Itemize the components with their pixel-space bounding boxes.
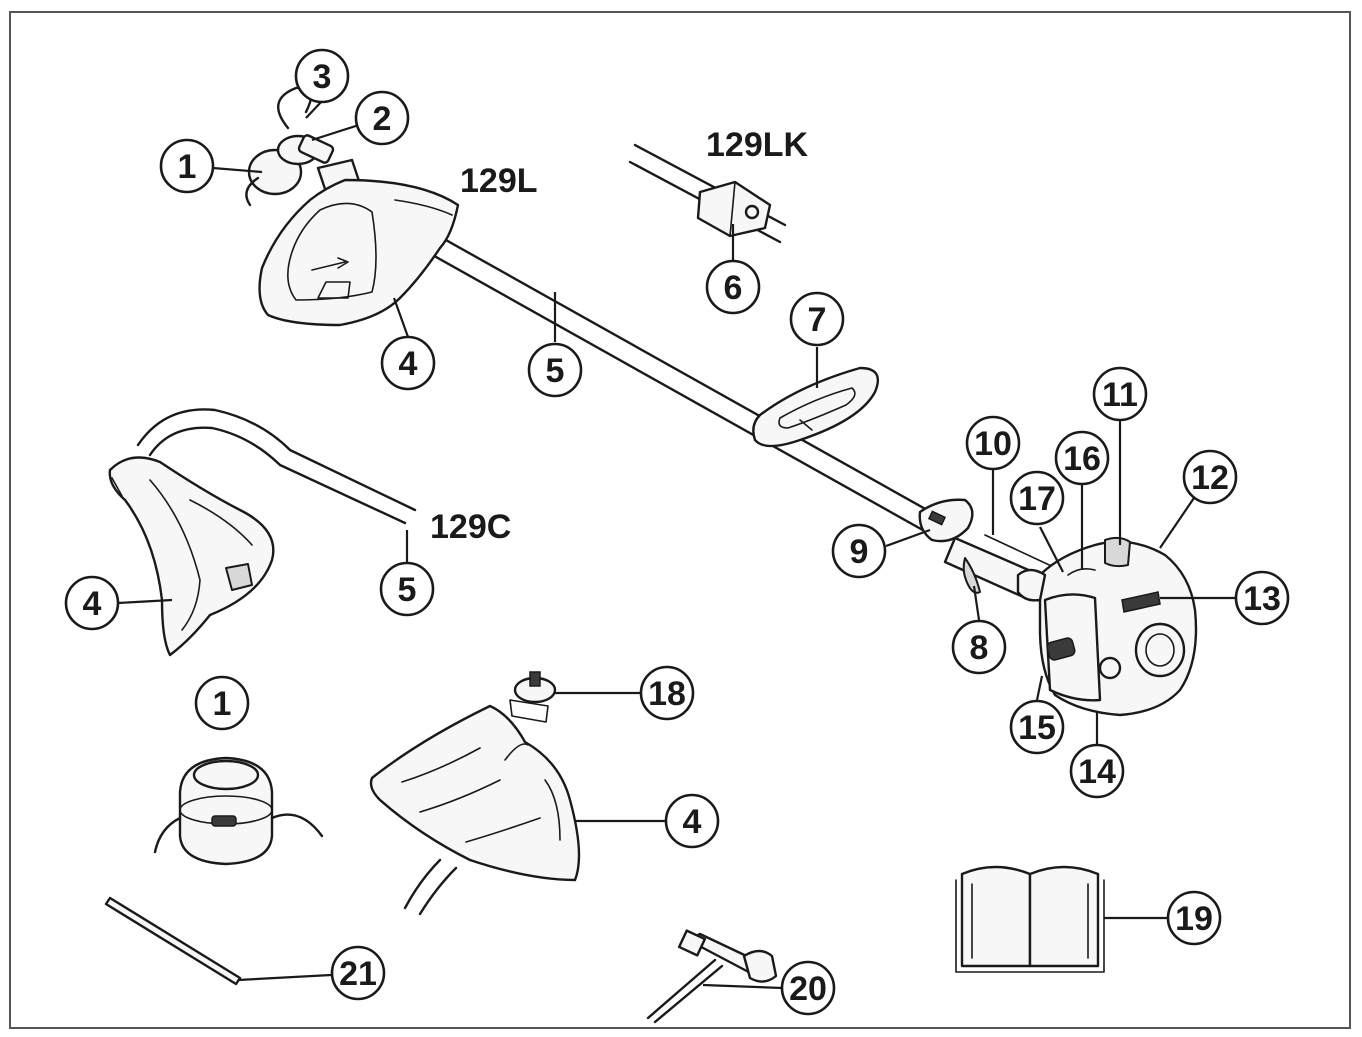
callout-7: 7 bbox=[789, 291, 845, 347]
trimmer-main-illustration bbox=[245, 86, 1198, 717]
svg-text:9: 9 bbox=[850, 533, 869, 571]
svg-text:4: 4 bbox=[683, 803, 702, 841]
callout-11: 11 bbox=[1092, 366, 1148, 422]
spark-plug-wrench-icon bbox=[646, 929, 778, 1024]
svg-text:16: 16 bbox=[1063, 440, 1101, 478]
callout-17: 17 bbox=[1009, 470, 1065, 526]
callout-21: 21 bbox=[330, 945, 386, 1001]
callout-1-loose: 1 bbox=[194, 675, 250, 731]
svg-text:19: 19 bbox=[1175, 900, 1213, 938]
svg-text:17: 17 bbox=[1018, 480, 1056, 518]
svg-text:8: 8 bbox=[970, 629, 989, 667]
callout-13: 13 bbox=[1234, 570, 1290, 626]
diagram-frame bbox=[9, 11, 1351, 1029]
svg-text:7: 7 bbox=[808, 301, 827, 339]
callout-3: 3 bbox=[294, 48, 350, 104]
grass-guard-upper-icon bbox=[258, 178, 460, 327]
trimmer-head-icon bbox=[245, 86, 335, 207]
callout-2: 2 bbox=[354, 90, 410, 146]
callout-1-head: 1 bbox=[159, 138, 215, 194]
operators-manual-icon bbox=[955, 865, 1105, 973]
model-label-129l: 129L bbox=[460, 162, 538, 200]
callout-16: 16 bbox=[1054, 430, 1110, 486]
svg-text:3: 3 bbox=[313, 58, 332, 96]
svg-text:6: 6 bbox=[724, 269, 743, 307]
svg-text:4: 4 bbox=[399, 345, 418, 383]
svg-text:15: 15 bbox=[1018, 709, 1056, 747]
svg-text:11: 11 bbox=[1102, 376, 1138, 414]
callout-15: 15 bbox=[1009, 699, 1065, 755]
svg-text:5: 5 bbox=[398, 571, 417, 609]
svg-text:5: 5 bbox=[546, 352, 565, 390]
callout-14: 14 bbox=[1069, 743, 1125, 799]
callout-9: 9 bbox=[831, 523, 887, 579]
callout-20: 20 bbox=[780, 960, 836, 1016]
front-handle-icon bbox=[752, 366, 880, 448]
svg-text:10: 10 bbox=[974, 425, 1012, 463]
svg-text:4: 4 bbox=[83, 585, 102, 623]
svg-text:1: 1 bbox=[213, 685, 232, 723]
callout-4-curved: 4 bbox=[64, 575, 120, 631]
grass-guard-loose-icon bbox=[369, 671, 581, 916]
svg-text:1: 1 bbox=[178, 148, 197, 186]
svg-text:12: 12 bbox=[1191, 459, 1229, 497]
callout-5-upper: 5 bbox=[527, 342, 583, 398]
curved-shaft-129c-illustration bbox=[108, 408, 417, 657]
callout-12: 12 bbox=[1182, 449, 1238, 505]
callout-10: 10 bbox=[965, 415, 1021, 471]
svg-text:20: 20 bbox=[789, 970, 827, 1008]
callout-8: 8 bbox=[951, 619, 1007, 675]
svg-text:13: 13 bbox=[1243, 580, 1281, 618]
svg-text:21: 21 bbox=[339, 955, 377, 993]
callout-19: 19 bbox=[1166, 890, 1222, 946]
model-label-129lk: 129LK bbox=[706, 126, 808, 164]
split-shaft-coupling-illustration bbox=[628, 143, 787, 244]
svg-text:18: 18 bbox=[648, 675, 686, 713]
callout-4-upper: 4 bbox=[380, 335, 436, 391]
callout-4-loose: 4 bbox=[664, 793, 720, 849]
callout-6: 6 bbox=[705, 259, 761, 315]
trimmer-head-loose-icon bbox=[153, 756, 324, 866]
model-label-129c: 129C bbox=[430, 508, 511, 546]
leader-lines bbox=[117, 100, 1236, 990]
callout-5-curved: 5 bbox=[379, 561, 435, 617]
callout-18: 18 bbox=[639, 665, 695, 721]
spindle-lock-rod-icon bbox=[104, 896, 242, 986]
svg-text:14: 14 bbox=[1078, 753, 1116, 791]
svg-text:2: 2 bbox=[373, 100, 392, 138]
rear-handle-icon bbox=[918, 498, 1061, 602]
engine-icon bbox=[1016, 536, 1198, 717]
